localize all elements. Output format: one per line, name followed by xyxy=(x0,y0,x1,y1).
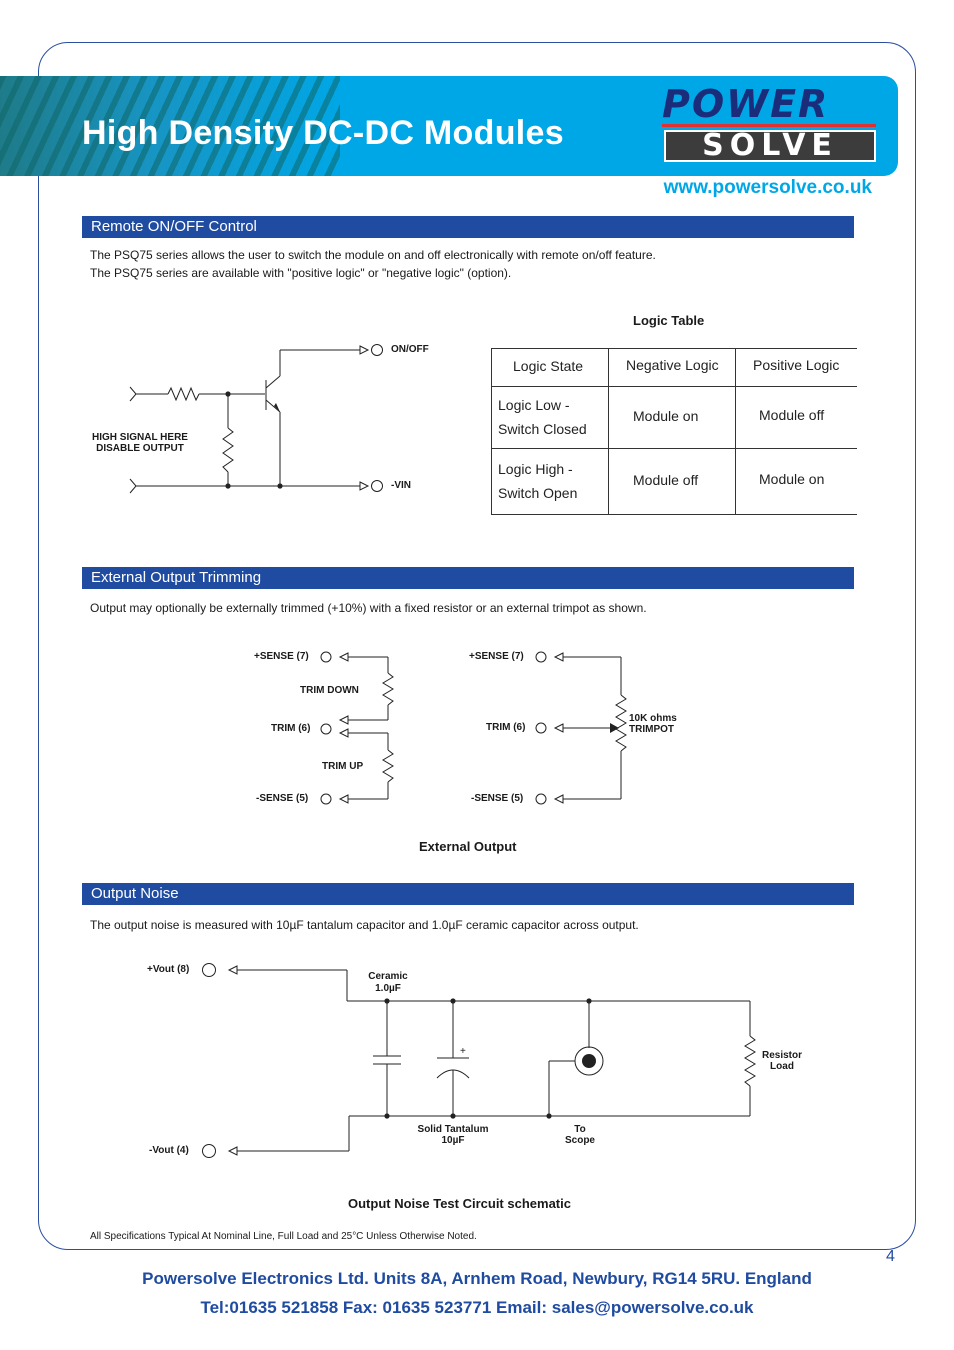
vin-label: -VIN xyxy=(391,480,411,491)
disable-output-label: DISABLE OUTPUT xyxy=(96,443,184,454)
trim-left-trim: TRIM (6) xyxy=(271,723,311,734)
table-cell: Module off xyxy=(759,407,825,423)
trim-right-trim: TRIM (6) xyxy=(486,722,526,733)
vout-minus-label: -Vout (4) xyxy=(149,1145,189,1156)
company-contact: Tel:01635 521858 Fax: 01635 523771 Email… xyxy=(200,1298,754,1317)
company-address: Powersolve Electronics Ltd. Units 8A, Ar… xyxy=(142,1269,812,1288)
logo-power-text: POWER xyxy=(662,82,830,126)
trim-right-sense-plus: +SENSE (7) xyxy=(469,651,524,662)
ceramic-label: Ceramic xyxy=(368,971,408,982)
on-off-label: ON/OFF xyxy=(391,344,429,355)
page-frame xyxy=(38,42,916,1250)
powersolve-logo: POWER SOLVE xyxy=(662,82,876,162)
trim-left-sense-minus: -SENSE (5) xyxy=(256,793,309,804)
section-heading-trim: External Output Trimming xyxy=(82,567,854,589)
table-rule xyxy=(608,348,609,515)
trim-up-label: TRIM UP xyxy=(322,761,364,772)
tantalum-label: Solid Tantalum xyxy=(417,1124,489,1135)
table-rule xyxy=(735,348,736,515)
section-heading-remote: Remote ON/OFF Control xyxy=(82,216,854,238)
table-rule xyxy=(491,386,857,387)
vout-plus-label: +Vout (8) xyxy=(147,964,190,975)
logo-solve-text: SOLVE xyxy=(664,130,876,162)
table-rule xyxy=(491,448,857,449)
ceramic-value-label: 1.0µF xyxy=(375,983,401,994)
page-title: High Density DC-DC Modules xyxy=(82,114,564,152)
table-header: Positive Logic xyxy=(753,357,840,373)
trim-down-label: TRIM DOWN xyxy=(300,685,359,696)
trim-text: Output may optionally be externally trim… xyxy=(90,601,647,615)
website-link[interactable]: www.powersolve.co.uk xyxy=(663,177,872,198)
tantalum-value-label: 10µF xyxy=(441,1135,465,1146)
section-heading-noise: Output Noise xyxy=(82,883,854,905)
table-header: Negative Logic xyxy=(626,357,719,373)
table-cell: Switch Closed xyxy=(498,421,587,437)
table-cell: Module off xyxy=(633,472,699,488)
trimpot-value-label: 10K ohms xyxy=(629,713,677,724)
table-cell: Module on xyxy=(633,408,699,424)
remote-text-2: The PSQ75 series are available with "pos… xyxy=(90,266,512,280)
table-rule xyxy=(491,514,857,515)
table-cell: Module on xyxy=(759,471,825,487)
resistor-load-label-2: Load xyxy=(770,1061,794,1072)
table-cell: Logic High - xyxy=(498,461,573,477)
high-signal-label: HIGH SIGNAL HERE xyxy=(92,432,188,443)
tantalum-plus-label: + xyxy=(460,1046,466,1057)
trimpot-label: TRIMPOT xyxy=(629,724,674,735)
table-rule xyxy=(491,348,857,349)
trim-caption: External Output xyxy=(419,839,517,854)
table-cell: Switch Open xyxy=(498,485,578,501)
logo-rule xyxy=(662,124,876,127)
remote-text-1: The PSQ75 series allows the user to swit… xyxy=(90,248,656,262)
logic-table: Logic State Negative Logic Positive Logi… xyxy=(491,348,857,515)
page-number: 4 xyxy=(886,1248,895,1265)
trim-left-sense-plus: +SENSE (7) xyxy=(254,651,309,662)
noise-caption: Output Noise Test Circuit schematic xyxy=(348,1196,571,1211)
logic-table-title: Logic Table xyxy=(633,313,705,328)
resistor-load-label: Resistor xyxy=(761,1050,802,1061)
trim-right-sense-minus: -SENSE (5) xyxy=(471,793,524,804)
table-cell: Logic Low - xyxy=(498,397,570,413)
table-header: Logic State xyxy=(513,358,584,374)
table-rule xyxy=(491,348,492,515)
scope-label: To xyxy=(574,1124,586,1135)
noise-text: The output noise is measured with 10µF t… xyxy=(90,918,639,932)
spec-footnote: All Specifications Typical At Nominal Li… xyxy=(90,1231,477,1242)
scope-label-2: Scope xyxy=(564,1135,595,1146)
banner-circuit-image xyxy=(0,76,340,176)
